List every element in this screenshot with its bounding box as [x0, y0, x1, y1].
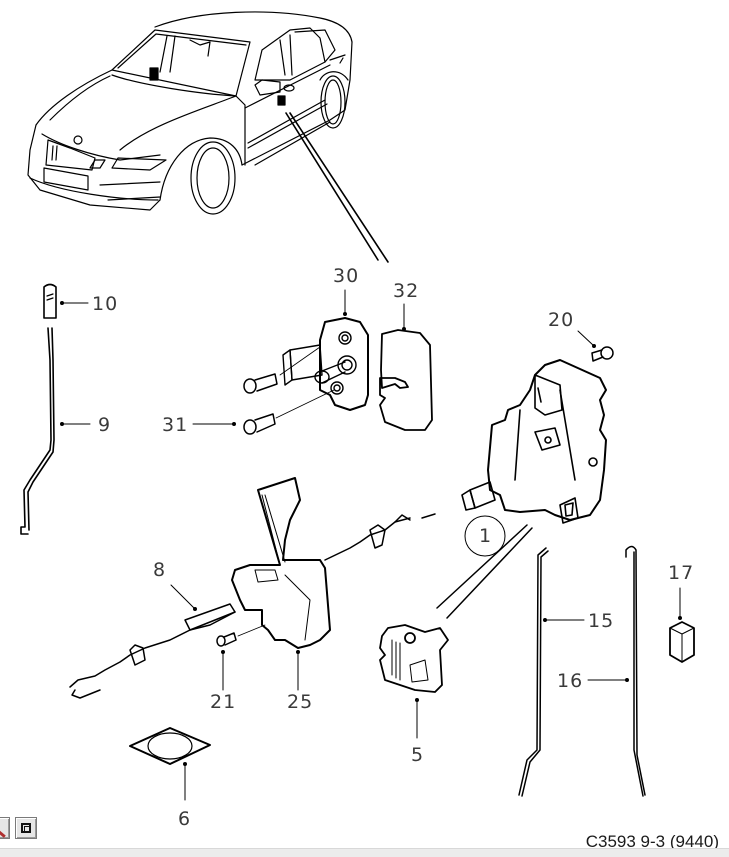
lock-pointer-lines: [422, 514, 532, 618]
callout-6: 6: [178, 808, 192, 830]
callout-25: 25: [287, 691, 314, 713]
edit-button[interactable]: [0, 817, 10, 839]
callout-32: 32: [393, 280, 420, 302]
callout-10: 10: [92, 293, 119, 315]
lock-screw: [592, 347, 613, 361]
lock-knob: [44, 285, 56, 319]
pencil-icon: [0, 829, 6, 838]
striker-plate: [283, 318, 368, 410]
lock-knob-rod: [21, 328, 54, 534]
inner-handle-cable: [70, 515, 410, 698]
callout-leaders-8: [171, 585, 300, 690]
callout-16: 16: [557, 670, 584, 692]
sealing-patch: [130, 728, 210, 764]
callout-leaders-30: [193, 290, 406, 426]
status-bar: [0, 848, 729, 857]
callout-1-circle: [465, 516, 505, 556]
callout-31: 31: [162, 414, 189, 436]
rod-clip: [670, 622, 694, 662]
callout-leaders-15: [544, 588, 682, 682]
cover-screw: [217, 625, 265, 646]
callout-leaders-6: [184, 763, 187, 801]
callout-leaders-20: [578, 331, 596, 348]
rod-15: [519, 548, 548, 796]
callout-30: 30: [333, 265, 360, 287]
lock-cylinder-bracket: [380, 625, 448, 692]
callout-15: 15: [588, 610, 615, 632]
car-overview: [28, 12, 388, 262]
callout-8: 8: [153, 559, 167, 581]
callout-leaders: [61, 302, 91, 426]
lock-cover: [232, 478, 330, 648]
frame-icon: [21, 823, 31, 833]
callout-leaders-5: [416, 699, 419, 739]
callout-21: 21: [210, 691, 237, 713]
callout-5: 5: [411, 744, 425, 766]
callout-9: 9: [98, 414, 112, 436]
callout-20: 20: [548, 309, 575, 331]
striker-shim: [380, 330, 432, 430]
rod-16: [626, 547, 645, 797]
diagram-reference: C3593 9-3 (9440): [585, 832, 719, 851]
callout-17: 17: [668, 562, 695, 584]
striker-screws: [244, 347, 334, 434]
fit-frame-button[interactable]: [15, 817, 37, 839]
callout-1: 1: [479, 525, 493, 547]
door-lock-unit: [462, 360, 606, 523]
